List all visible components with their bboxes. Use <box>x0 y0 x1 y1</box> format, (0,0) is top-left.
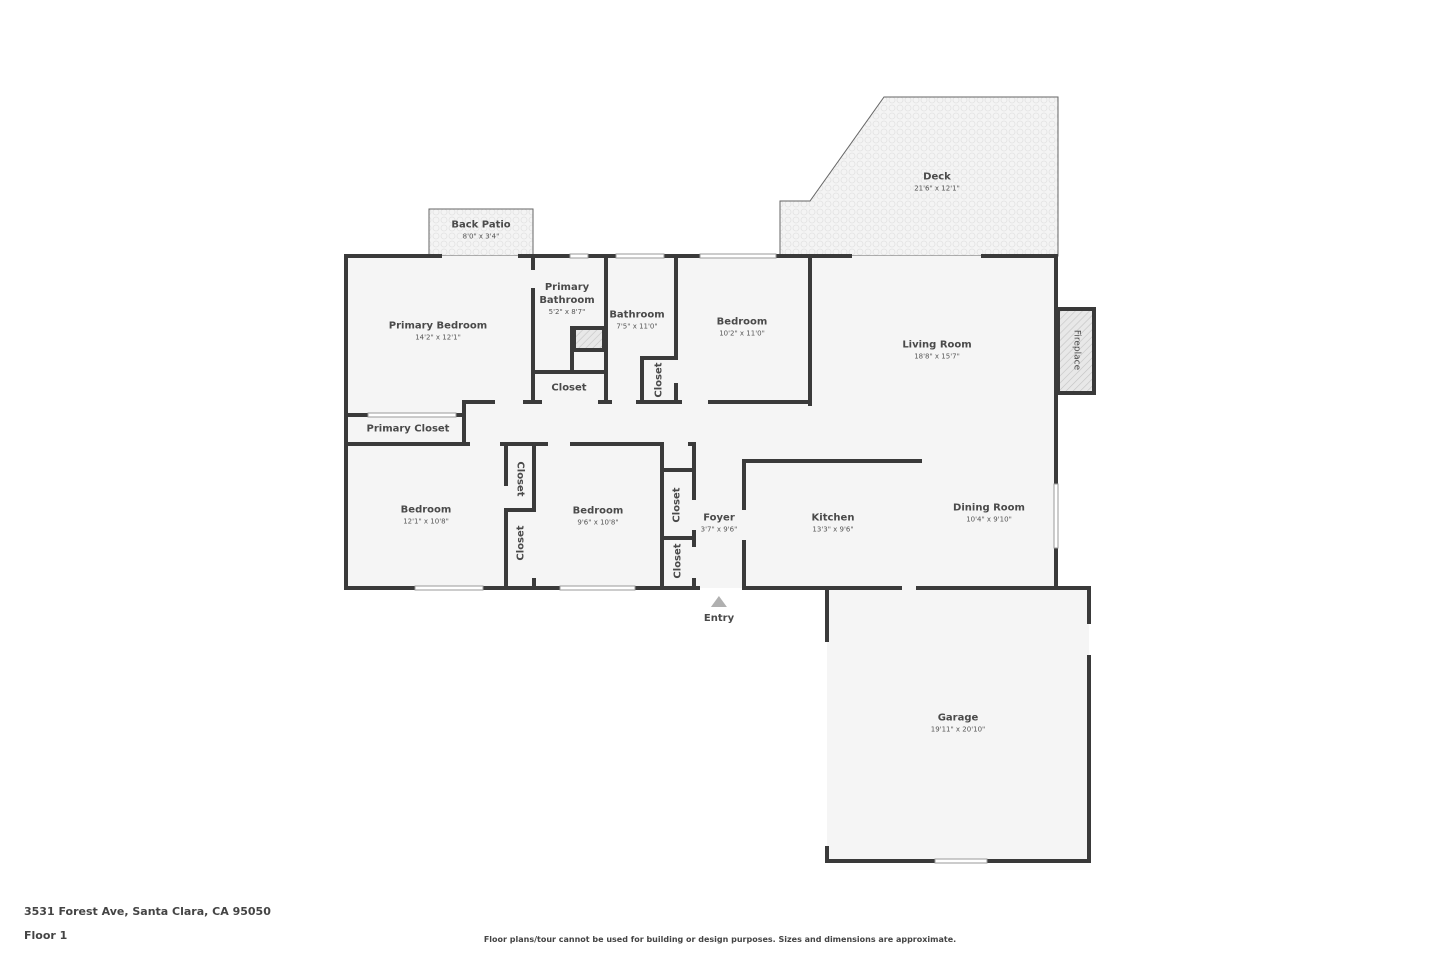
entry-label: Entry <box>703 613 735 624</box>
garage-floor <box>827 588 1089 861</box>
fireplace-box <box>1056 307 1096 395</box>
bath-fixture <box>572 326 606 352</box>
disclaimer: Floor plans/tour cannot be used for buil… <box>483 935 957 944</box>
floor-label: Floor 1 <box>24 929 68 942</box>
back-patio-area <box>428 208 534 257</box>
house-floor <box>346 256 1056 588</box>
deck-area <box>779 96 1059 257</box>
property-address: 3531 Forest Ave, Santa Clara, CA 95050 <box>24 905 271 918</box>
walls <box>344 254 1091 863</box>
entry-marker: Entry <box>704 596 734 624</box>
entry-arrow-icon <box>711 596 727 607</box>
windows <box>367 253 1059 864</box>
